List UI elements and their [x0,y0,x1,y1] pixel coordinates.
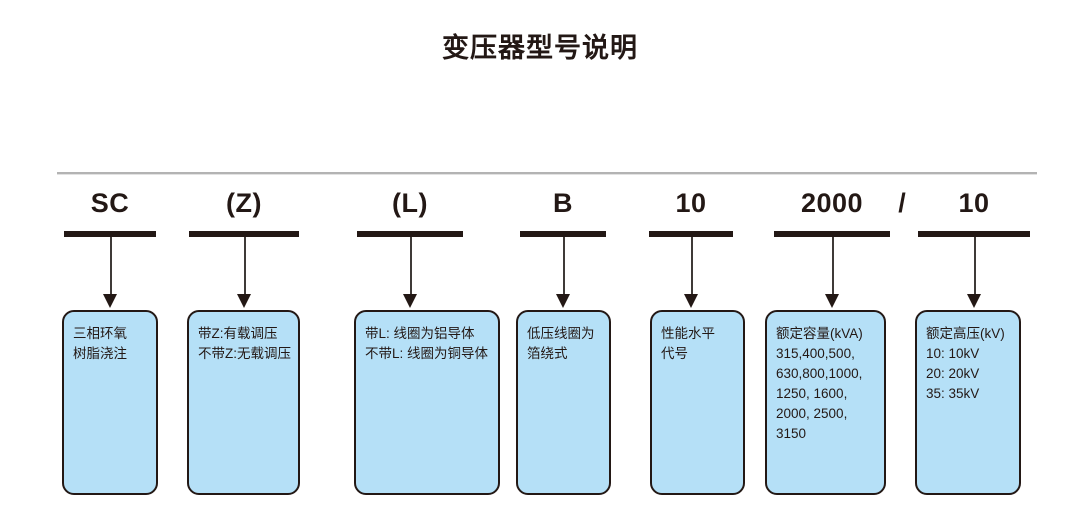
arrow-stem-4 [563,237,565,298]
description-line: 代号 [661,346,688,361]
description-line: 箔绕式 [527,346,568,361]
description-line: 2000, 2500, [776,406,848,421]
segment-underline-6 [774,231,890,237]
description-line: 额定容量(kVA) [776,326,863,341]
arrow-stem-5 [691,237,693,298]
page-title: 变压器型号说明 [442,33,638,63]
description-line: 额定高压(kV) [926,326,1005,341]
segment-underline-4 [520,231,606,237]
segment-underline-7 [918,231,1030,237]
description-line: 1250, 1600, [776,386,848,401]
description-line: 3150 [776,426,807,441]
arrow-head-3 [403,294,417,308]
description-line: 20: 20kV [926,366,980,381]
description-line: 树脂浇注 [73,346,127,361]
segment-underline-5 [649,231,733,237]
description-box-5: 性能水平代号 [650,310,745,495]
description-box-1: 三相环氧树脂浇注 [62,310,158,495]
segment-underline-1 [64,231,156,237]
description-line: 低压线圈为 [527,326,595,341]
arrow-stem-7 [974,237,976,298]
description-line: 315,400,500, [776,346,855,361]
arrow-head-6 [825,294,839,308]
description-line: 性能水平 [661,326,715,341]
segment-code-4: B [553,188,573,218]
description-line: 不带L: 线圈为铜导体 [365,346,489,361]
description-box-7: 额定高压(kV) 10: 10kV 20: 20kV 35: 35kV [915,310,1021,495]
description-line: 630,800,1000, [776,366,863,381]
slash-separator: / [898,188,906,218]
arrow-stem-1 [110,237,112,298]
arrow-stem-2 [244,237,246,298]
arrow-head-7 [967,294,981,308]
segment-underline-3 [357,231,463,237]
top-divider-rule [57,172,1037,175]
segment-code-1: SC [90,188,130,218]
arrow-stem-6 [832,237,834,298]
description-line: 35: 35kV [926,386,980,401]
segment-underline-2 [189,231,299,237]
description-line: 带L: 线圈为铝导体 [365,326,475,341]
description-line: 10: 10kV [926,346,980,361]
segment-code-6: 2000 [800,188,864,218]
segment-code-5: 10 [675,188,707,218]
arrow-head-2 [237,294,251,308]
arrow-head-4 [556,294,570,308]
description-line: 不带Z:无载调压 [198,346,291,361]
description-line: 带Z:有载调压 [198,326,278,341]
description-box-6: 额定容量(kVA) 315,400,500, 630,800,1000, 1250, … [765,310,886,495]
arrow-head-1 [103,294,117,308]
description-box-2: 带Z:有载调压不带Z:无载调压 [187,310,300,495]
segment-code-2: (Z) [226,188,262,218]
segment-code-7: 10 [958,188,990,218]
segment-code-3: (L) [392,188,428,218]
arrow-stem-3 [410,237,412,298]
description-box-4: 低压线圈为箔绕式 [516,310,611,495]
description-box-3: 带L: 线圈为铝导体不带L: 线圈为铜导体 [354,310,500,495]
description-line: 三相环氧 [73,326,127,341]
arrow-head-5 [684,294,698,308]
